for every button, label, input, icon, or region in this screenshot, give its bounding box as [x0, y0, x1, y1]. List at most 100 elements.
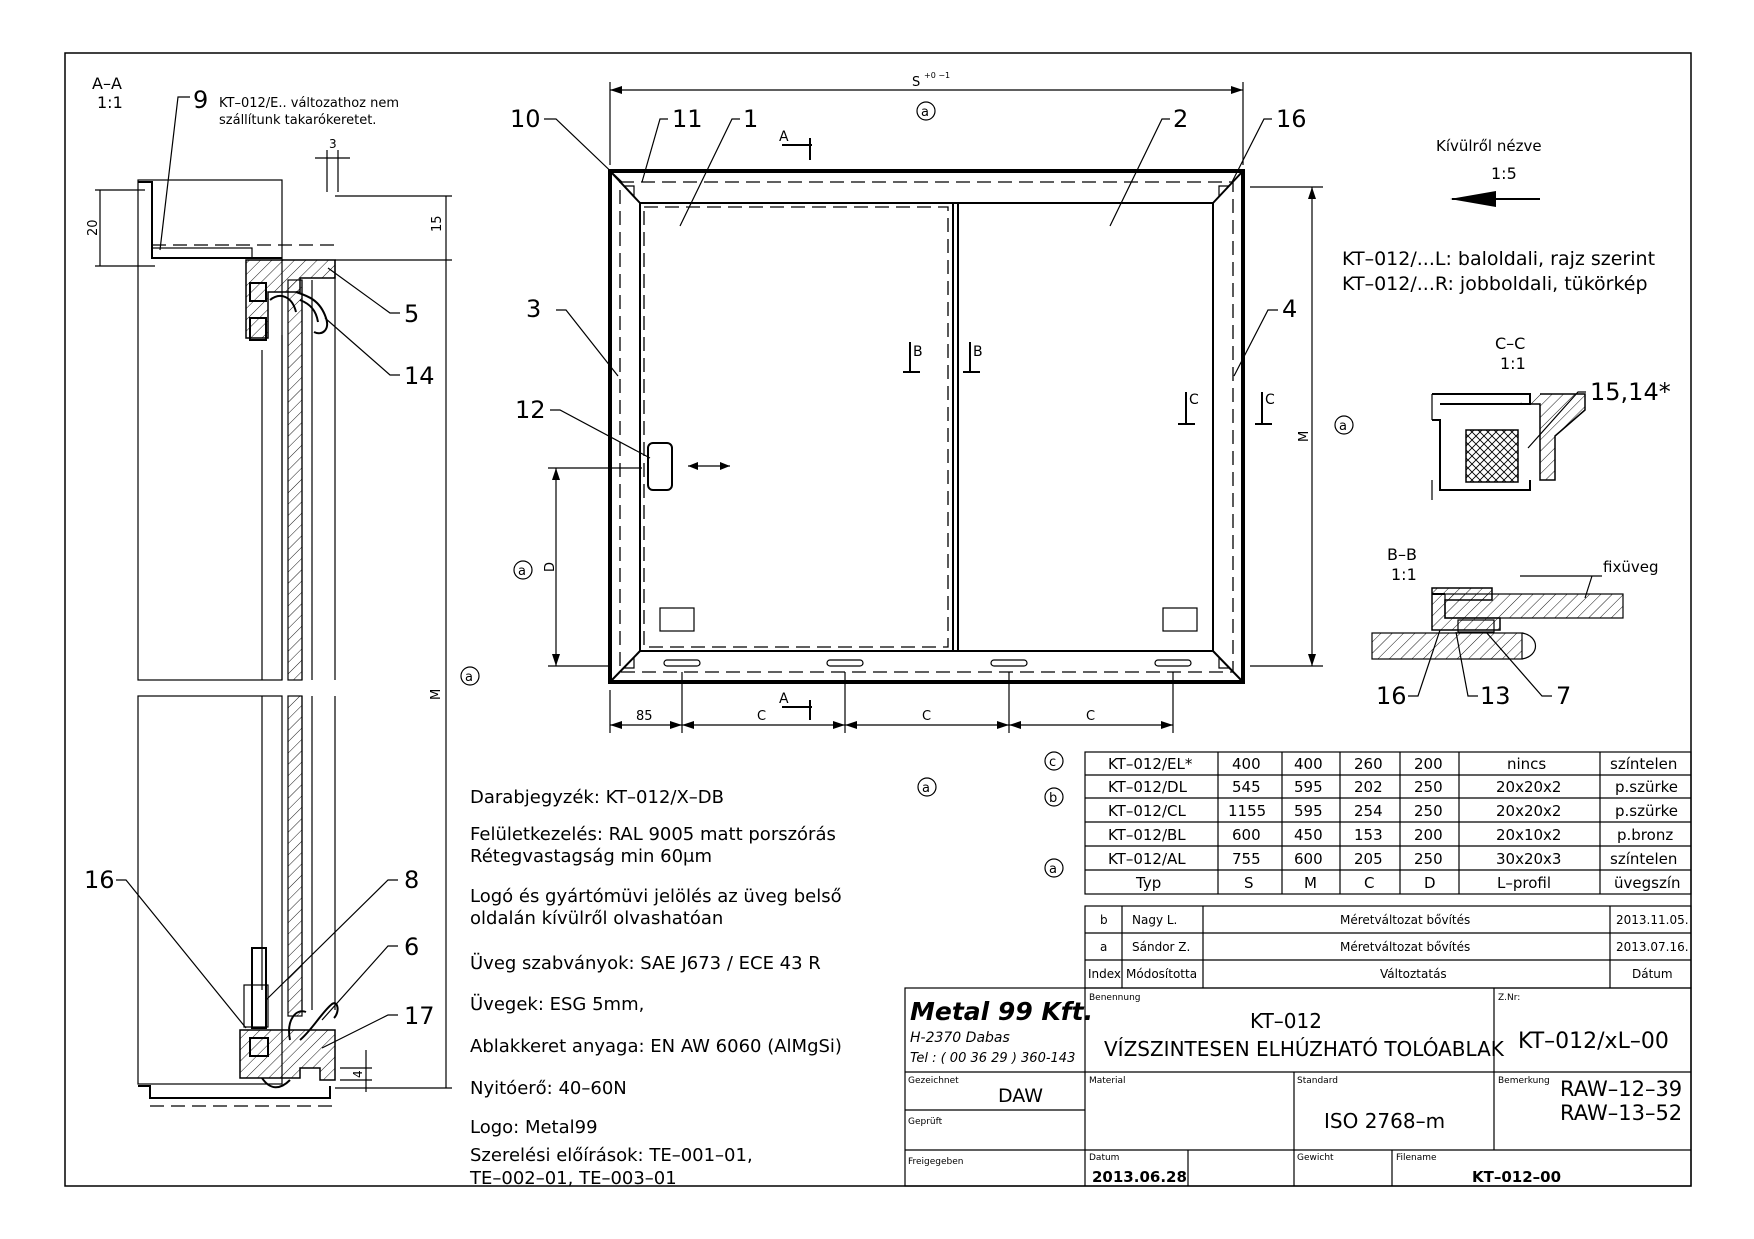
marker-a-left: a: [922, 781, 930, 796]
note-line: TE–002–01, TE–003–01: [469, 1168, 677, 1189]
table-cell: nincs: [1507, 755, 1546, 773]
aa-outer-frame-lower: [137, 695, 283, 1085]
revision-table: b Nagy L. Méretváltozat bővítés 2013.11.…: [1084, 905, 1692, 989]
table-cell: 400: [1232, 755, 1261, 773]
table-cell: 250: [1414, 778, 1443, 796]
revision-header: Változtatás: [1380, 967, 1447, 981]
section-b-right: B: [973, 344, 983, 360]
window-outer-frame: [608, 169, 1245, 684]
logo-box-left: [659, 607, 695, 632]
cc-seal: [1465, 429, 1519, 483]
note-line: Rétegvastagság min 60μm: [470, 846, 712, 867]
table-cell: p.szürke: [1615, 802, 1678, 820]
company-address: H-2370 Dabas: [910, 1030, 1010, 1046]
bb-sliding-glass: [1371, 632, 1523, 660]
note-line: Darabjegyzék: KT–012/X–DB: [470, 787, 724, 808]
table-cell: KT–012/CL: [1108, 802, 1186, 820]
benennung-label: Benennung: [1089, 993, 1140, 1003]
marker-a: a: [1049, 862, 1057, 877]
table-cell: 260: [1354, 755, 1383, 773]
table-cell: 205: [1354, 850, 1383, 868]
table-cell: 250: [1414, 850, 1443, 868]
title-block: Metal 99 Kft. H-2370 Dabas Tel : ( 00 36…: [904, 987, 1692, 1187]
note-line: Szerelési előírások: TE–001–01,: [470, 1145, 753, 1166]
aa-top-profile: [245, 259, 336, 339]
revision-cell: Méretváltozat bővítés: [1340, 940, 1470, 954]
freigegeben-label: Freigegeben: [908, 1157, 964, 1167]
table-cell: p.szürke: [1615, 778, 1678, 796]
table-cell: 254: [1354, 802, 1383, 820]
table-cell: p.bronz: [1617, 826, 1673, 844]
section-bb: B–B 1:1 fixüveg 16 13 7: [1371, 545, 1658, 710]
table-cell: 200: [1414, 755, 1443, 773]
table-cell: 20x10x2: [1496, 826, 1561, 844]
table-cell: 400: [1294, 755, 1323, 773]
table-cell: 20x20x2: [1496, 778, 1561, 796]
revision-cell: Nagy L.: [1132, 913, 1177, 927]
table-cell: 1155: [1228, 802, 1266, 820]
datum-label: Datum: [1089, 1153, 1119, 1163]
sash-handle: [647, 442, 673, 491]
label-1: 1: [743, 105, 758, 133]
label-2: 2: [1173, 105, 1188, 133]
variant-table: KT–012/EL* 400 400 260 200 nincs színtel…: [917, 751, 1692, 895]
label-10: 10: [510, 105, 541, 133]
section-cc-title: C–C: [1495, 334, 1525, 353]
note-line: Felületkezelés: RAL 9005 matt porszórás: [470, 824, 836, 845]
aa-label-8: 8: [404, 866, 419, 894]
label-12: 12: [515, 396, 546, 424]
table-header: S: [1244, 874, 1254, 892]
aa-outer-frame-upper: [137, 179, 283, 681]
dim-m: M: [1297, 431, 1312, 442]
revision-cell: 2013.07.16.: [1616, 940, 1689, 954]
front-circle-a-right: a: [1339, 419, 1347, 434]
sliding-sash: [643, 206, 949, 648]
aa-glass-lower: [287, 695, 303, 1017]
table-header: M: [1304, 874, 1317, 892]
dim-s: S: [912, 75, 920, 90]
section-aa-scale: 1:1: [97, 93, 123, 112]
note-line: Logó és gyártómüvi jelölés az üveg belső: [470, 886, 842, 907]
aa-dim-3: 3: [329, 137, 337, 151]
gezeichnet-label: Gezeichnet: [908, 1076, 959, 1086]
sheet-border: [64, 52, 1692, 1187]
variant-row-dl: KT–012/DL 545 595 202 250 20x20x2 p.szür…: [1108, 778, 1678, 796]
table-cell: 450: [1294, 826, 1323, 844]
table-cell: 30x20x3: [1496, 850, 1561, 868]
section-aa-title: A–A: [92, 74, 122, 93]
section-aa: A–A 1:1 KT–012/E.. változathoz nem száll…: [84, 74, 480, 1107]
table-cell: színtelen: [1610, 755, 1677, 773]
drawing-title-2: VÍZSZINTESEN ELHÚZHATÓ TOLÓABLAK: [1104, 1037, 1505, 1061]
bemerkung-1: RAW–12–39: [1560, 1077, 1682, 1101]
bb-label-7: 7: [1556, 682, 1571, 710]
variant-l: KT–012/...L: baloldali, rajz szerint: [1342, 248, 1655, 270]
section-cc-scale: 1:1: [1500, 354, 1526, 373]
table-header: L–profil: [1497, 874, 1551, 892]
note-line: Logo: Metal99: [470, 1117, 598, 1138]
table-header: üvegszín: [1614, 874, 1681, 892]
section-bb-title: B–B: [1387, 545, 1417, 564]
aa-label-9: 9: [193, 86, 208, 114]
label-4: 4: [1282, 295, 1297, 323]
company-name: Metal 99 Kft.: [910, 997, 1093, 1026]
table-cell: 250: [1414, 802, 1443, 820]
table-cell: 595: [1294, 778, 1323, 796]
note-line: Üveg szabványok: SAE J673 / ECE 43 R: [470, 952, 821, 974]
view-note-line2: 1:5: [1491, 164, 1517, 183]
bb-fix-label: fixüveg: [1603, 558, 1658, 576]
label-11: 11: [672, 105, 703, 133]
front-view: S +0 −1 a M a D a 85 C C C A: [510, 71, 1354, 733]
table-header: D: [1424, 874, 1436, 892]
variant-row-bl: KT–012/BL 600 450 153 200 20x10x2 p.bron…: [1108, 826, 1673, 844]
filename-value: KT–012–00: [1472, 1168, 1561, 1186]
revision-cell: a: [1100, 940, 1107, 954]
section-b-left: B: [913, 344, 923, 360]
table-header: Typ: [1135, 874, 1161, 892]
dim-c-1: C: [757, 709, 766, 724]
aa-dim-m: M: [429, 689, 444, 700]
bemerkung-2: RAW–13–52: [1560, 1101, 1682, 1125]
company-phone: Tel : ( 00 36 29 ) 360-143: [910, 1051, 1075, 1066]
aa-circle-a: [460, 666, 480, 686]
table-header: C: [1364, 874, 1374, 892]
section-c-left: C: [1189, 392, 1199, 408]
